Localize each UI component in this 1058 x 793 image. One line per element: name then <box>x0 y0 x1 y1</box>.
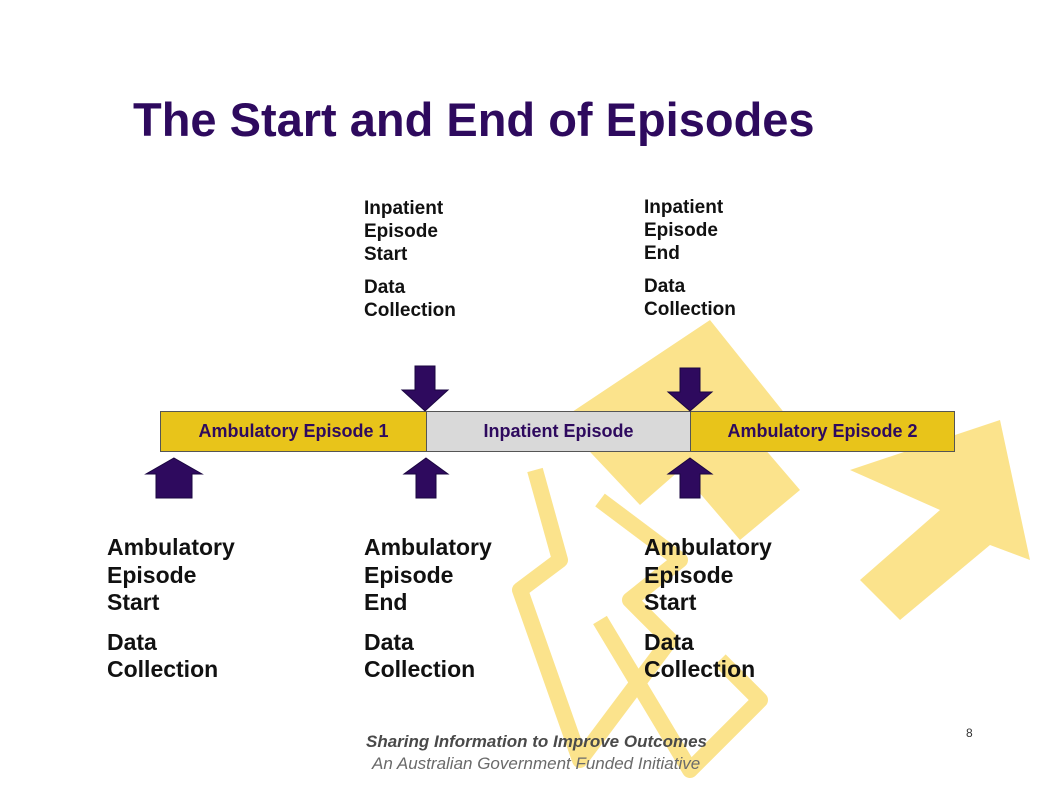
label-line: Data <box>644 276 686 298</box>
label-line: End <box>644 242 680 264</box>
label-line: Inpatient <box>364 198 444 219</box>
label-inpatient-episode-start: Inpatient Episode Start Data Collection <box>364 198 456 323</box>
label-line: Data <box>644 628 694 655</box>
label-line: Collection <box>107 656 219 683</box>
label-line: Data <box>107 628 157 655</box>
label-ambulatory-episode-start-1: Ambulatory Episode Start Data Collection <box>107 534 235 684</box>
label-ambulatory-episode-end: Ambulatory Episode End Data Collection <box>364 534 492 684</box>
page-title: The Start and End of Episodes <box>133 93 815 146</box>
down-arrow-icon <box>400 365 450 412</box>
page-number: 8 <box>966 726 973 740</box>
up-arrow-icon <box>144 457 204 499</box>
label-line: Inpatient <box>644 197 724 218</box>
deco-arrow-outline-left <box>512 467 688 768</box>
label-line: Episode <box>107 561 197 588</box>
footer-tagline: Sharing Information to Improve Outcomes <box>366 732 707 751</box>
label-line: Collection <box>644 656 756 683</box>
label-line: Data <box>364 628 414 655</box>
label-line: Episode <box>364 561 454 588</box>
label-line: Ambulatory <box>107 534 235 560</box>
footer-subtagline: An Australian Government Funded Initiati… <box>372 754 701 773</box>
label-ambulatory-episode-start-2: Ambulatory Episode Start Data Collection <box>644 534 772 684</box>
bar-ambulatory-episode-2: Ambulatory Episode 2 <box>690 411 955 452</box>
bar-ambulatory-episode-1: Ambulatory Episode 1 <box>160 411 427 452</box>
label-line: Collection <box>644 299 736 321</box>
bar-inpatient-episode: Inpatient Episode <box>426 411 691 452</box>
down-arrow-icon <box>666 367 714 412</box>
label-line: Start <box>107 589 160 616</box>
label-line: Episode <box>644 561 734 588</box>
label-line: Episode <box>364 220 438 242</box>
label-line: End <box>364 589 408 616</box>
label-line: Episode <box>644 219 718 241</box>
label-line: Collection <box>364 300 456 322</box>
deco-arrow-outline-bottom <box>593 615 768 778</box>
deco-arrow-right <box>850 420 1030 620</box>
label-line: Collection <box>364 656 476 683</box>
up-arrow-icon <box>666 457 714 499</box>
label-line: Start <box>364 243 408 265</box>
label-line: Ambulatory <box>364 534 492 560</box>
label-inpatient-episode-end: Inpatient Episode End Data Collection <box>644 197 736 322</box>
label-line: Ambulatory <box>644 534 772 560</box>
label-line: Data <box>364 277 406 299</box>
label-line: Start <box>644 589 697 616</box>
up-arrow-icon <box>402 457 450 499</box>
